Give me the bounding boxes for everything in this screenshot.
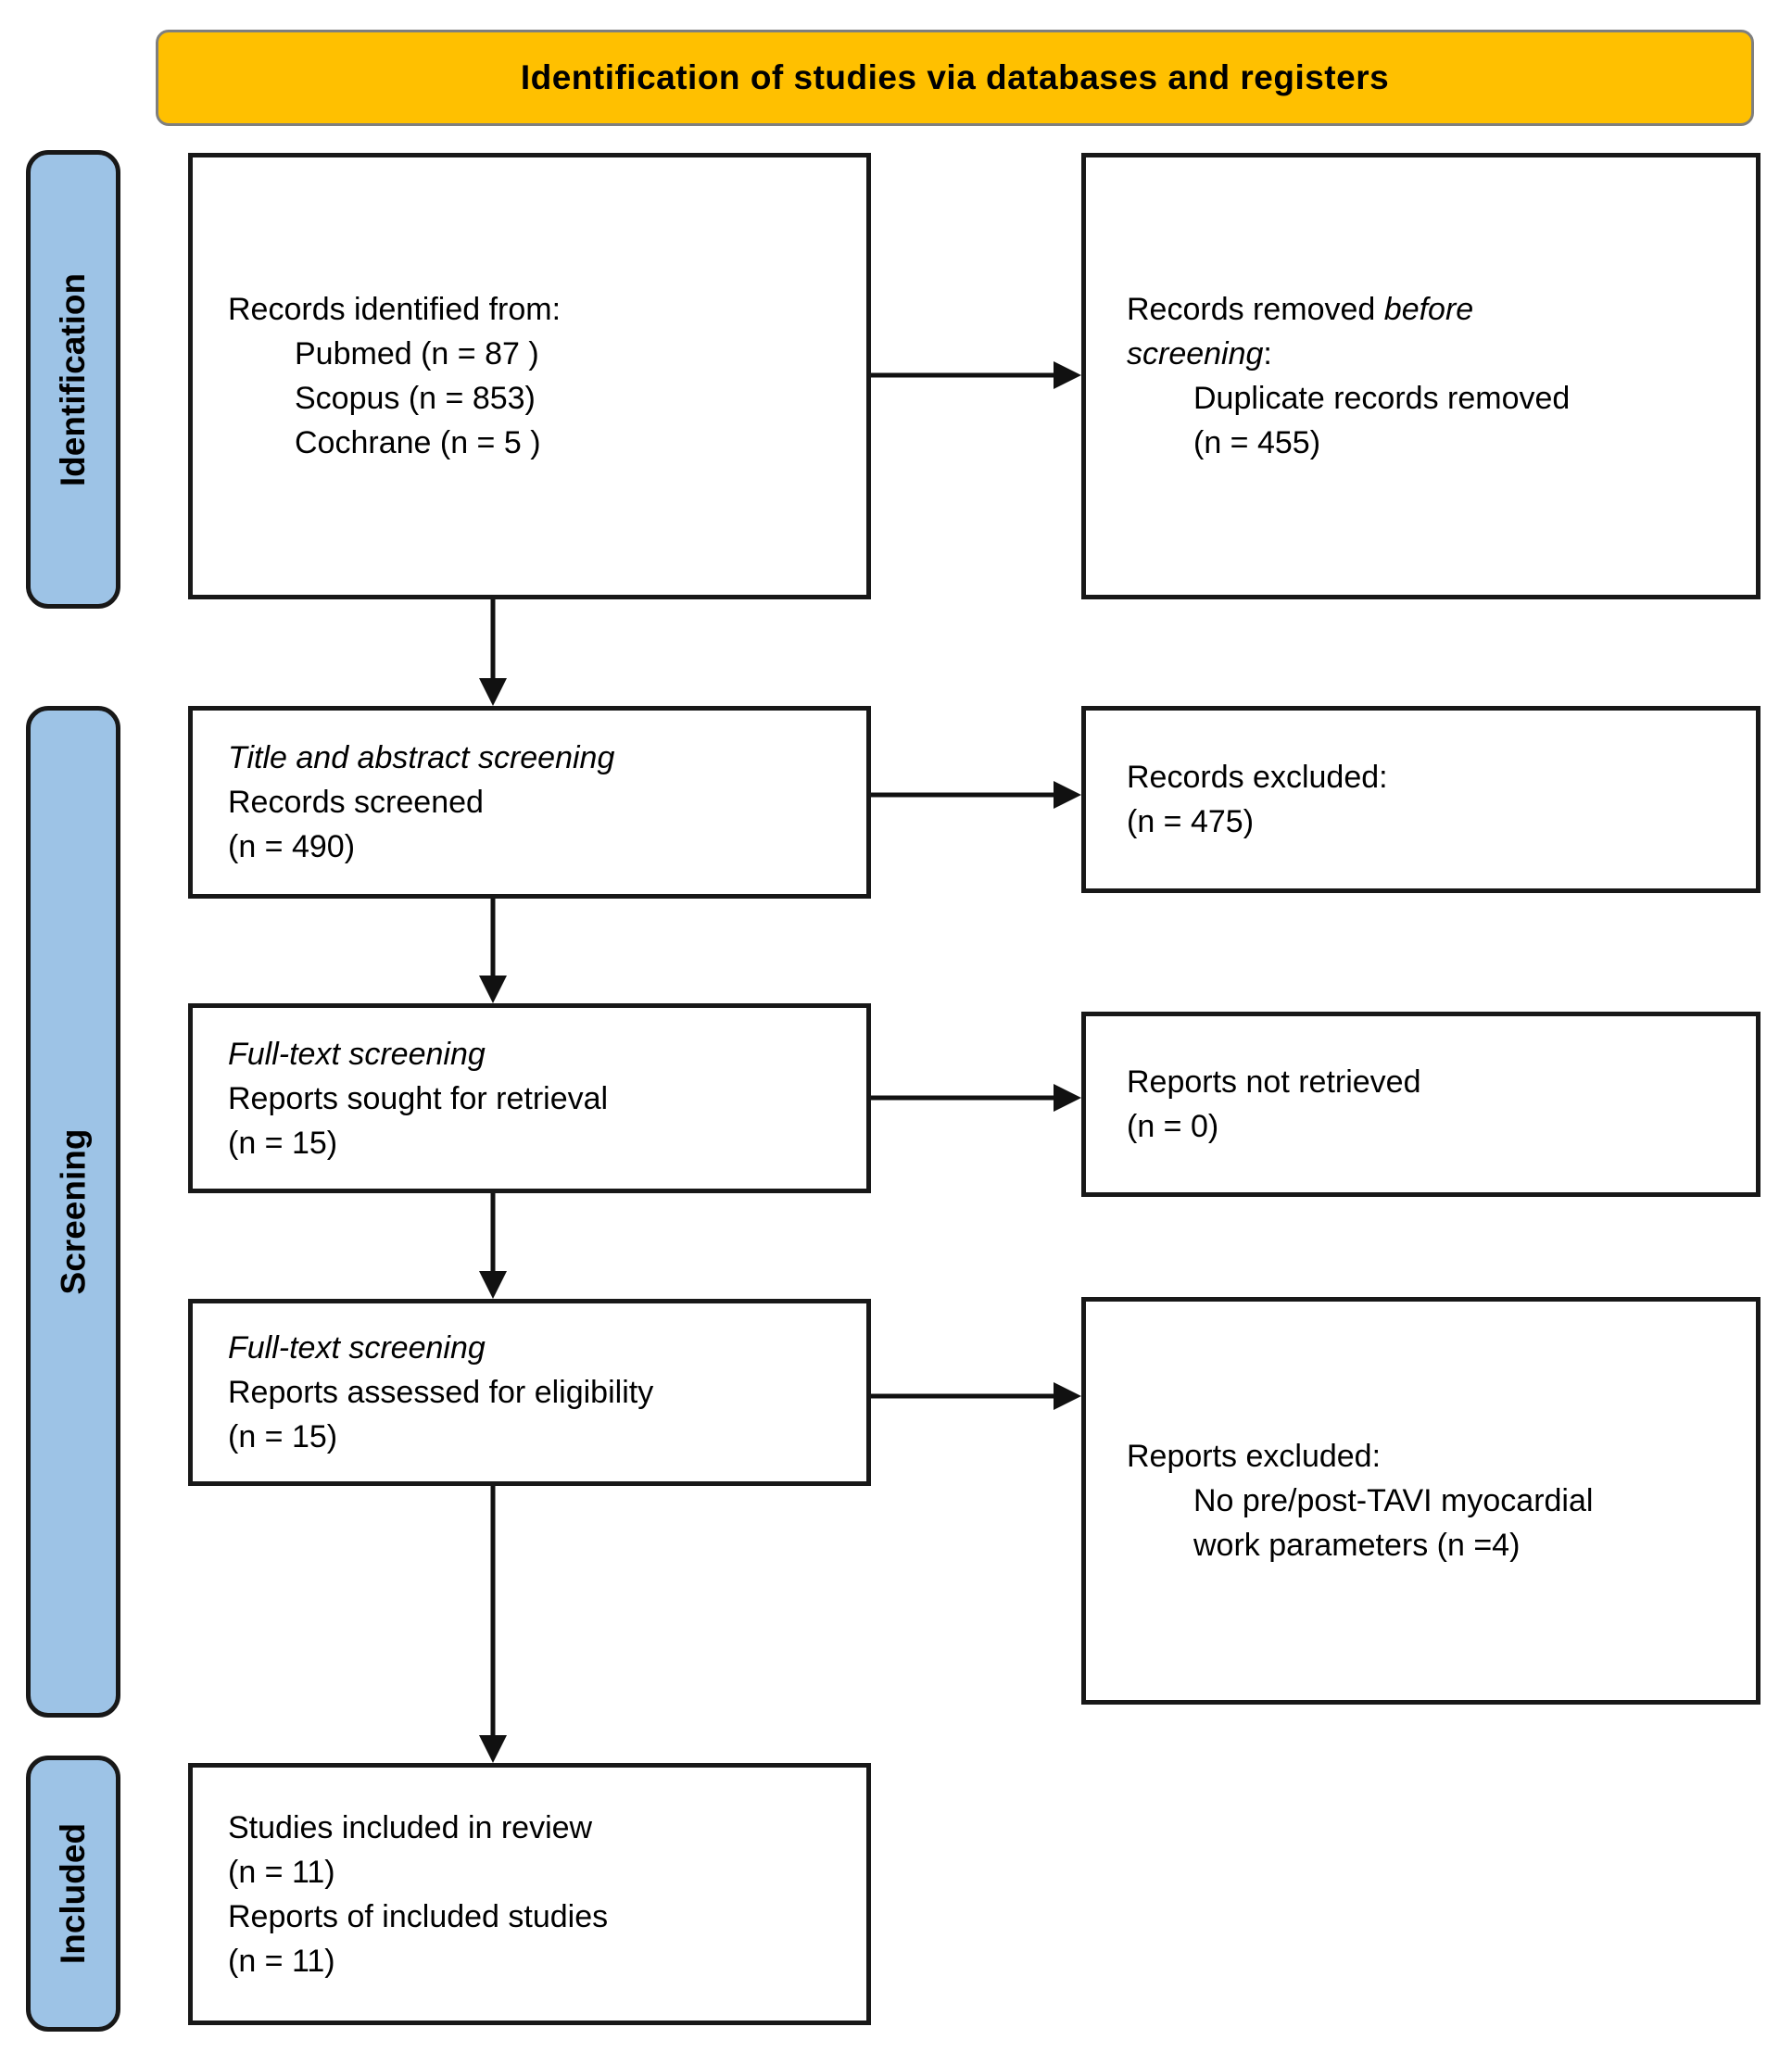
not-retrieved-text: Reports not retrieved [1127, 1064, 1421, 1100]
screened-count: (n = 490) [228, 829, 356, 864]
arrow-identified-to-screened [479, 599, 507, 706]
arrow-screened-to-retrieval [479, 899, 507, 1003]
box-reports-excluded: Reports excluded: No pre/post-TAVI myoca… [1081, 1297, 1760, 1705]
reports-excluded-text: Reports excluded: [1127, 1439, 1382, 1474]
eligibility-stage-title: Full-text screening [228, 1330, 486, 1366]
box-records-identified: Records identified from: Pubmed (n = 87 … [188, 153, 871, 599]
included-studies-text: Studies included in review [228, 1809, 593, 1845]
retrieval-stage-title: Full-text screening [228, 1036, 486, 1072]
records-excluded-count: (n = 475) [1127, 804, 1255, 839]
stage-identification-label: Identification [54, 272, 93, 486]
retrieval-count: (n = 15) [228, 1125, 338, 1161]
eligibility-text: Reports assessed for eligibility [228, 1375, 654, 1410]
reports-excluded-reason-2: work parameters (n =4) [1193, 1528, 1521, 1563]
source-scopus: Scopus (n = 853) [295, 381, 536, 416]
source-cochrane: Cochrane (n = 5 ) [295, 425, 541, 460]
removed-line-1: Records removed before [1127, 292, 1474, 327]
included-reports-text: Reports of included studies [228, 1898, 609, 1934]
not-retrieved-count: (n = 0) [1127, 1109, 1219, 1144]
box-records-removed: Records removed before screening: Duplic… [1081, 153, 1760, 599]
box-records-excluded: Records excluded: (n = 475) [1081, 706, 1760, 893]
stage-identification: Identification [26, 150, 120, 609]
box-reports-sought: Full-text screening Reports sought for r… [188, 1003, 871, 1193]
arrow-eligibility-to-reports-excluded [871, 1382, 1081, 1410]
arrow-eligibility-to-included [479, 1486, 507, 1763]
screened-stage-title: Title and abstract screening [228, 740, 615, 775]
reports-excluded-reason-1: No pre/post-TAVI myocardial [1193, 1483, 1594, 1518]
header-banner: Identification of studies via databases … [156, 30, 1754, 126]
box-studies-included: Studies included in review (n = 11) Repo… [188, 1763, 871, 2025]
included-studies-count: (n = 11) [228, 1854, 335, 1890]
source-pubmed: Pubmed (n = 87 ) [295, 336, 539, 371]
arrow-screened-to-excluded [871, 781, 1081, 809]
arrow-identified-to-removed [871, 361, 1081, 389]
removed-detail: Duplicate records removed [1193, 381, 1571, 416]
box-reports-not-retrieved: Reports not retrieved (n = 0) [1081, 1012, 1760, 1197]
stage-screening-label: Screening [54, 1128, 92, 1295]
screened-text: Records screened [228, 785, 484, 820]
removed-count: (n = 455) [1193, 425, 1321, 460]
included-reports-count: (n = 11) [228, 1943, 335, 1979]
stage-screening: Screening [26, 706, 120, 1718]
arrow-retrieval-to-eligibility [479, 1193, 507, 1299]
box-reports-assessed: Full-text screening Reports assessed for… [188, 1299, 871, 1486]
arrow-retrieval-to-not-retrieved [871, 1084, 1081, 1112]
header-title: Identification of studies via databases … [520, 58, 1390, 96]
box-records-screened: Title and abstract screening Records scr… [188, 706, 871, 899]
retrieval-text: Reports sought for retrieval [228, 1080, 609, 1116]
eligibility-count: (n = 15) [228, 1419, 338, 1454]
stage-included: Included [26, 1756, 120, 2032]
records-identified-intro: Records identified from: [228, 292, 562, 327]
records-excluded-text: Records excluded: [1127, 760, 1388, 795]
stage-included-label: Included [54, 1822, 92, 1965]
removed-line-2: screening: [1127, 336, 1272, 371]
